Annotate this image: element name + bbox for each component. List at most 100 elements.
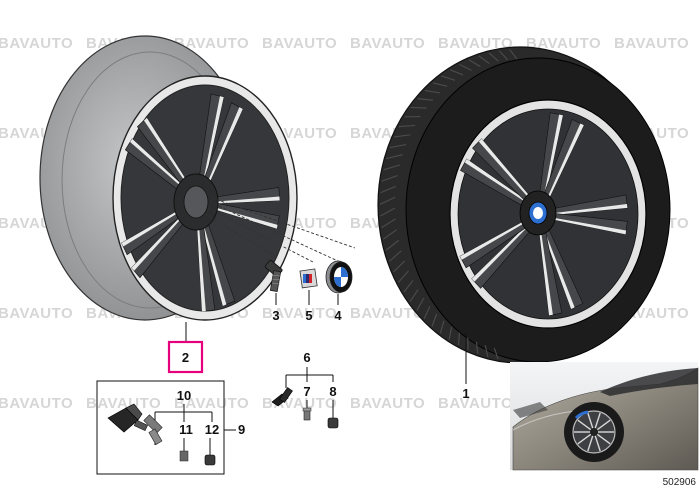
callout-1: 1 xyxy=(462,386,469,401)
rim-illustration xyxy=(39,35,298,321)
vehicle-wheel-spoke xyxy=(577,419,592,431)
vehicle-wheel-spoke xyxy=(594,412,601,429)
callout-8: 8 xyxy=(329,384,336,399)
vehicle-wheel-spoke xyxy=(596,433,611,445)
tread-groove xyxy=(416,297,425,311)
watermark-text: BAVAUTO xyxy=(174,395,249,412)
tpms-nut-icon xyxy=(179,450,189,462)
sensor-set-frame xyxy=(96,380,225,475)
tread-groove xyxy=(441,75,456,81)
tread-groove xyxy=(475,341,479,354)
tread-groove xyxy=(398,124,416,128)
watermark-text: BAVAUTO xyxy=(262,305,337,322)
vehicle-wheel-spoke xyxy=(596,419,611,431)
vehicle-window xyxy=(600,368,698,396)
callout-4: 4 xyxy=(334,308,342,323)
spoke-polished-edge xyxy=(214,207,278,229)
spoke-polished-edge xyxy=(207,107,243,184)
watermark-text: BAVAUTO xyxy=(438,395,513,412)
spoke-polished-edge xyxy=(539,232,553,316)
tread-groove xyxy=(448,327,453,340)
tread-groove xyxy=(385,239,400,251)
spoke-polished-edge xyxy=(547,123,584,199)
watermark-text: BAVAUTO xyxy=(350,305,425,322)
watermark-text: BAVAUTO xyxy=(614,35,689,52)
tread-groove xyxy=(417,98,433,101)
tread-groove xyxy=(488,52,499,62)
watermark-text: BAVAUTO xyxy=(0,35,73,52)
tread-groove xyxy=(498,50,509,61)
callout-11: 11 xyxy=(179,422,193,437)
valve-icon xyxy=(271,387,293,407)
spoke-polished-edge xyxy=(543,114,563,197)
spoke-polished-edge xyxy=(131,214,184,271)
spoke-polished-edge xyxy=(144,117,189,185)
spoke-polished-edge xyxy=(478,138,532,200)
wheel-tire-illustration xyxy=(377,46,671,364)
tread-groove xyxy=(431,313,438,327)
spoke-polished-edge xyxy=(130,138,185,189)
tread-groove xyxy=(397,270,409,283)
spoke-polished-edge xyxy=(121,208,182,247)
tread-groove xyxy=(423,306,431,319)
spoke-polished-edge xyxy=(215,196,280,204)
watermark-text: BAVAUTO xyxy=(0,395,73,412)
watermark-text: BAVAUTO xyxy=(350,395,425,412)
spoke-polished-edge xyxy=(459,220,527,260)
assembly-lines xyxy=(204,197,356,263)
hub-cap-icon xyxy=(325,260,353,294)
watermark-text: BAVAUTO xyxy=(86,395,161,412)
tread-groove xyxy=(468,59,481,68)
tread-groove xyxy=(457,332,461,346)
callout-12: 12 xyxy=(205,422,219,437)
tread-groove xyxy=(381,174,398,182)
valve-insert-icon xyxy=(302,407,312,421)
wheel-bolt-icon xyxy=(264,260,283,292)
tread-groove xyxy=(380,207,396,217)
tread-groove xyxy=(393,134,411,138)
tpms-cap-icon xyxy=(204,454,216,466)
rim-callout-highlight xyxy=(167,340,204,374)
callout-3: 3 xyxy=(272,308,279,323)
tread-groove xyxy=(380,185,397,194)
tread-groove xyxy=(439,320,445,334)
tread-groove xyxy=(389,250,402,262)
tread-groove xyxy=(410,106,427,109)
watermark-text: BAVAUTO xyxy=(438,35,513,52)
tread-groove xyxy=(484,345,489,357)
vehicle-wheel-spoke xyxy=(587,435,594,452)
vehicle-wheel-spoke xyxy=(577,433,592,445)
rim-hub-bore xyxy=(183,185,209,219)
spoke-polished-edge xyxy=(464,159,529,204)
wheel-spokes xyxy=(459,112,628,316)
tread-groove xyxy=(386,154,403,160)
tread-groove xyxy=(383,229,398,240)
badge-icon xyxy=(299,268,318,289)
tpms-sensor-icon xyxy=(107,403,148,433)
watermark-text: BAVAUTO xyxy=(262,395,337,412)
tread-groove xyxy=(432,82,448,87)
callout-9: 9 xyxy=(238,422,245,437)
tread-groove xyxy=(393,260,405,273)
tread-groove xyxy=(383,164,400,171)
tread-groove xyxy=(509,49,518,60)
vehicle-wheel-spoke xyxy=(594,435,601,452)
tread-groove xyxy=(381,218,396,229)
tread-groove xyxy=(403,280,414,293)
valve-cap-icon xyxy=(327,417,339,429)
tread-groove xyxy=(379,196,396,205)
rim-spokes xyxy=(121,93,281,312)
spoke-polished-edge xyxy=(201,223,227,306)
tread-groove xyxy=(478,55,490,64)
tire-tread xyxy=(379,49,518,360)
spoke-polished-edge xyxy=(543,231,575,310)
callout-10: 10 xyxy=(177,388,191,403)
watermark-text: BAVAUTO xyxy=(0,305,73,322)
watermark-text: BAVAUTO xyxy=(262,35,337,52)
tread-groove xyxy=(424,89,440,94)
spoke-polished-edge xyxy=(554,204,628,215)
tpms-valve-icon xyxy=(143,414,163,445)
tread-groove xyxy=(409,289,419,302)
vehicle-headlight xyxy=(513,402,548,418)
